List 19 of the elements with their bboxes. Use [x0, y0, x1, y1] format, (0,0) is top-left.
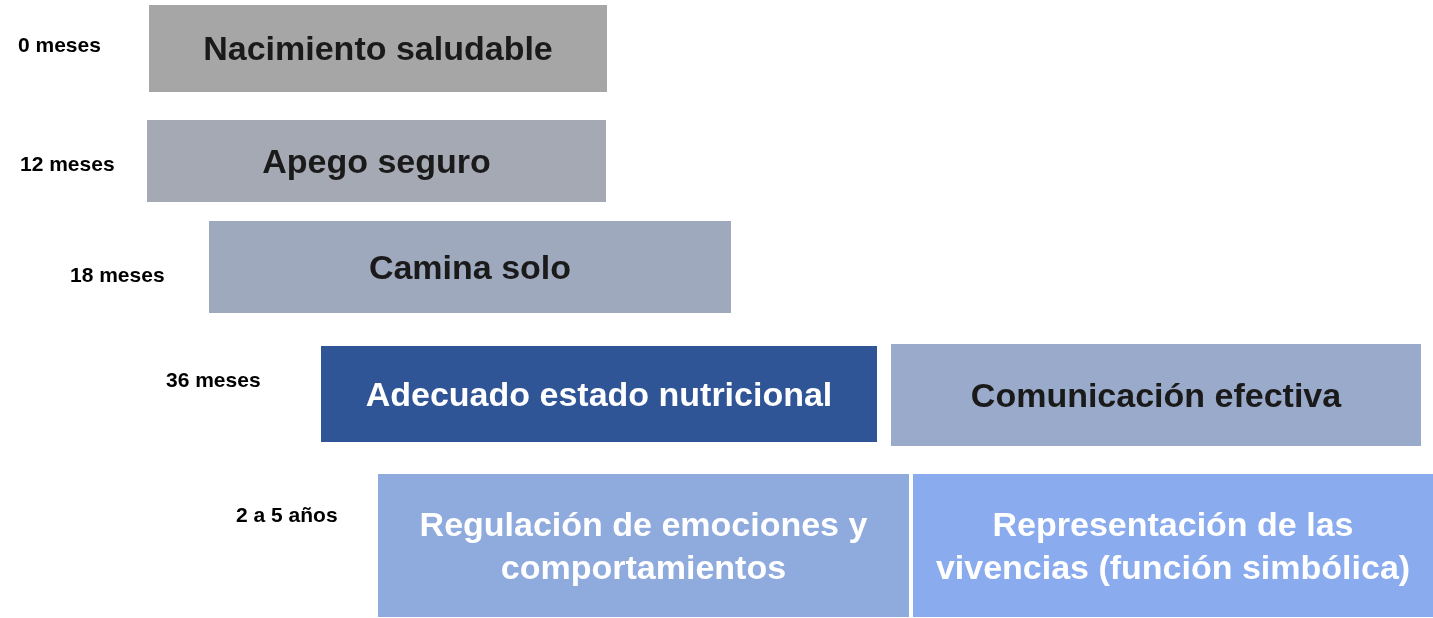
milestone-box [913, 474, 1433, 617]
milestone-box [209, 221, 731, 313]
milestone-box [321, 346, 877, 442]
age-label: 12 meses [20, 152, 115, 176]
milestone-text: Comunicación efectiva [970, 374, 1342, 416]
age-label: 18 meses [70, 263, 165, 287]
milestone-text: Adecuado estado nutricional [365, 373, 833, 415]
milestone-box [378, 474, 909, 617]
milestone-text: Nacimiento saludable [203, 28, 553, 70]
age-label: 36 meses [166, 368, 261, 392]
milestone-box [891, 344, 1421, 446]
milestone-box [149, 5, 607, 92]
milestone-text: Representación de las vivencias (función simbólica) [934, 504, 1412, 588]
milestone-box [147, 120, 606, 202]
age-label: 2 a 5 años [236, 503, 338, 527]
milestone-text: Camina solo [368, 246, 572, 288]
age-label: 0 meses [18, 33, 101, 57]
milestone-text: Apego seguro [262, 140, 491, 182]
milestone-text: Regulación de emociones y comportamientos [418, 504, 869, 588]
